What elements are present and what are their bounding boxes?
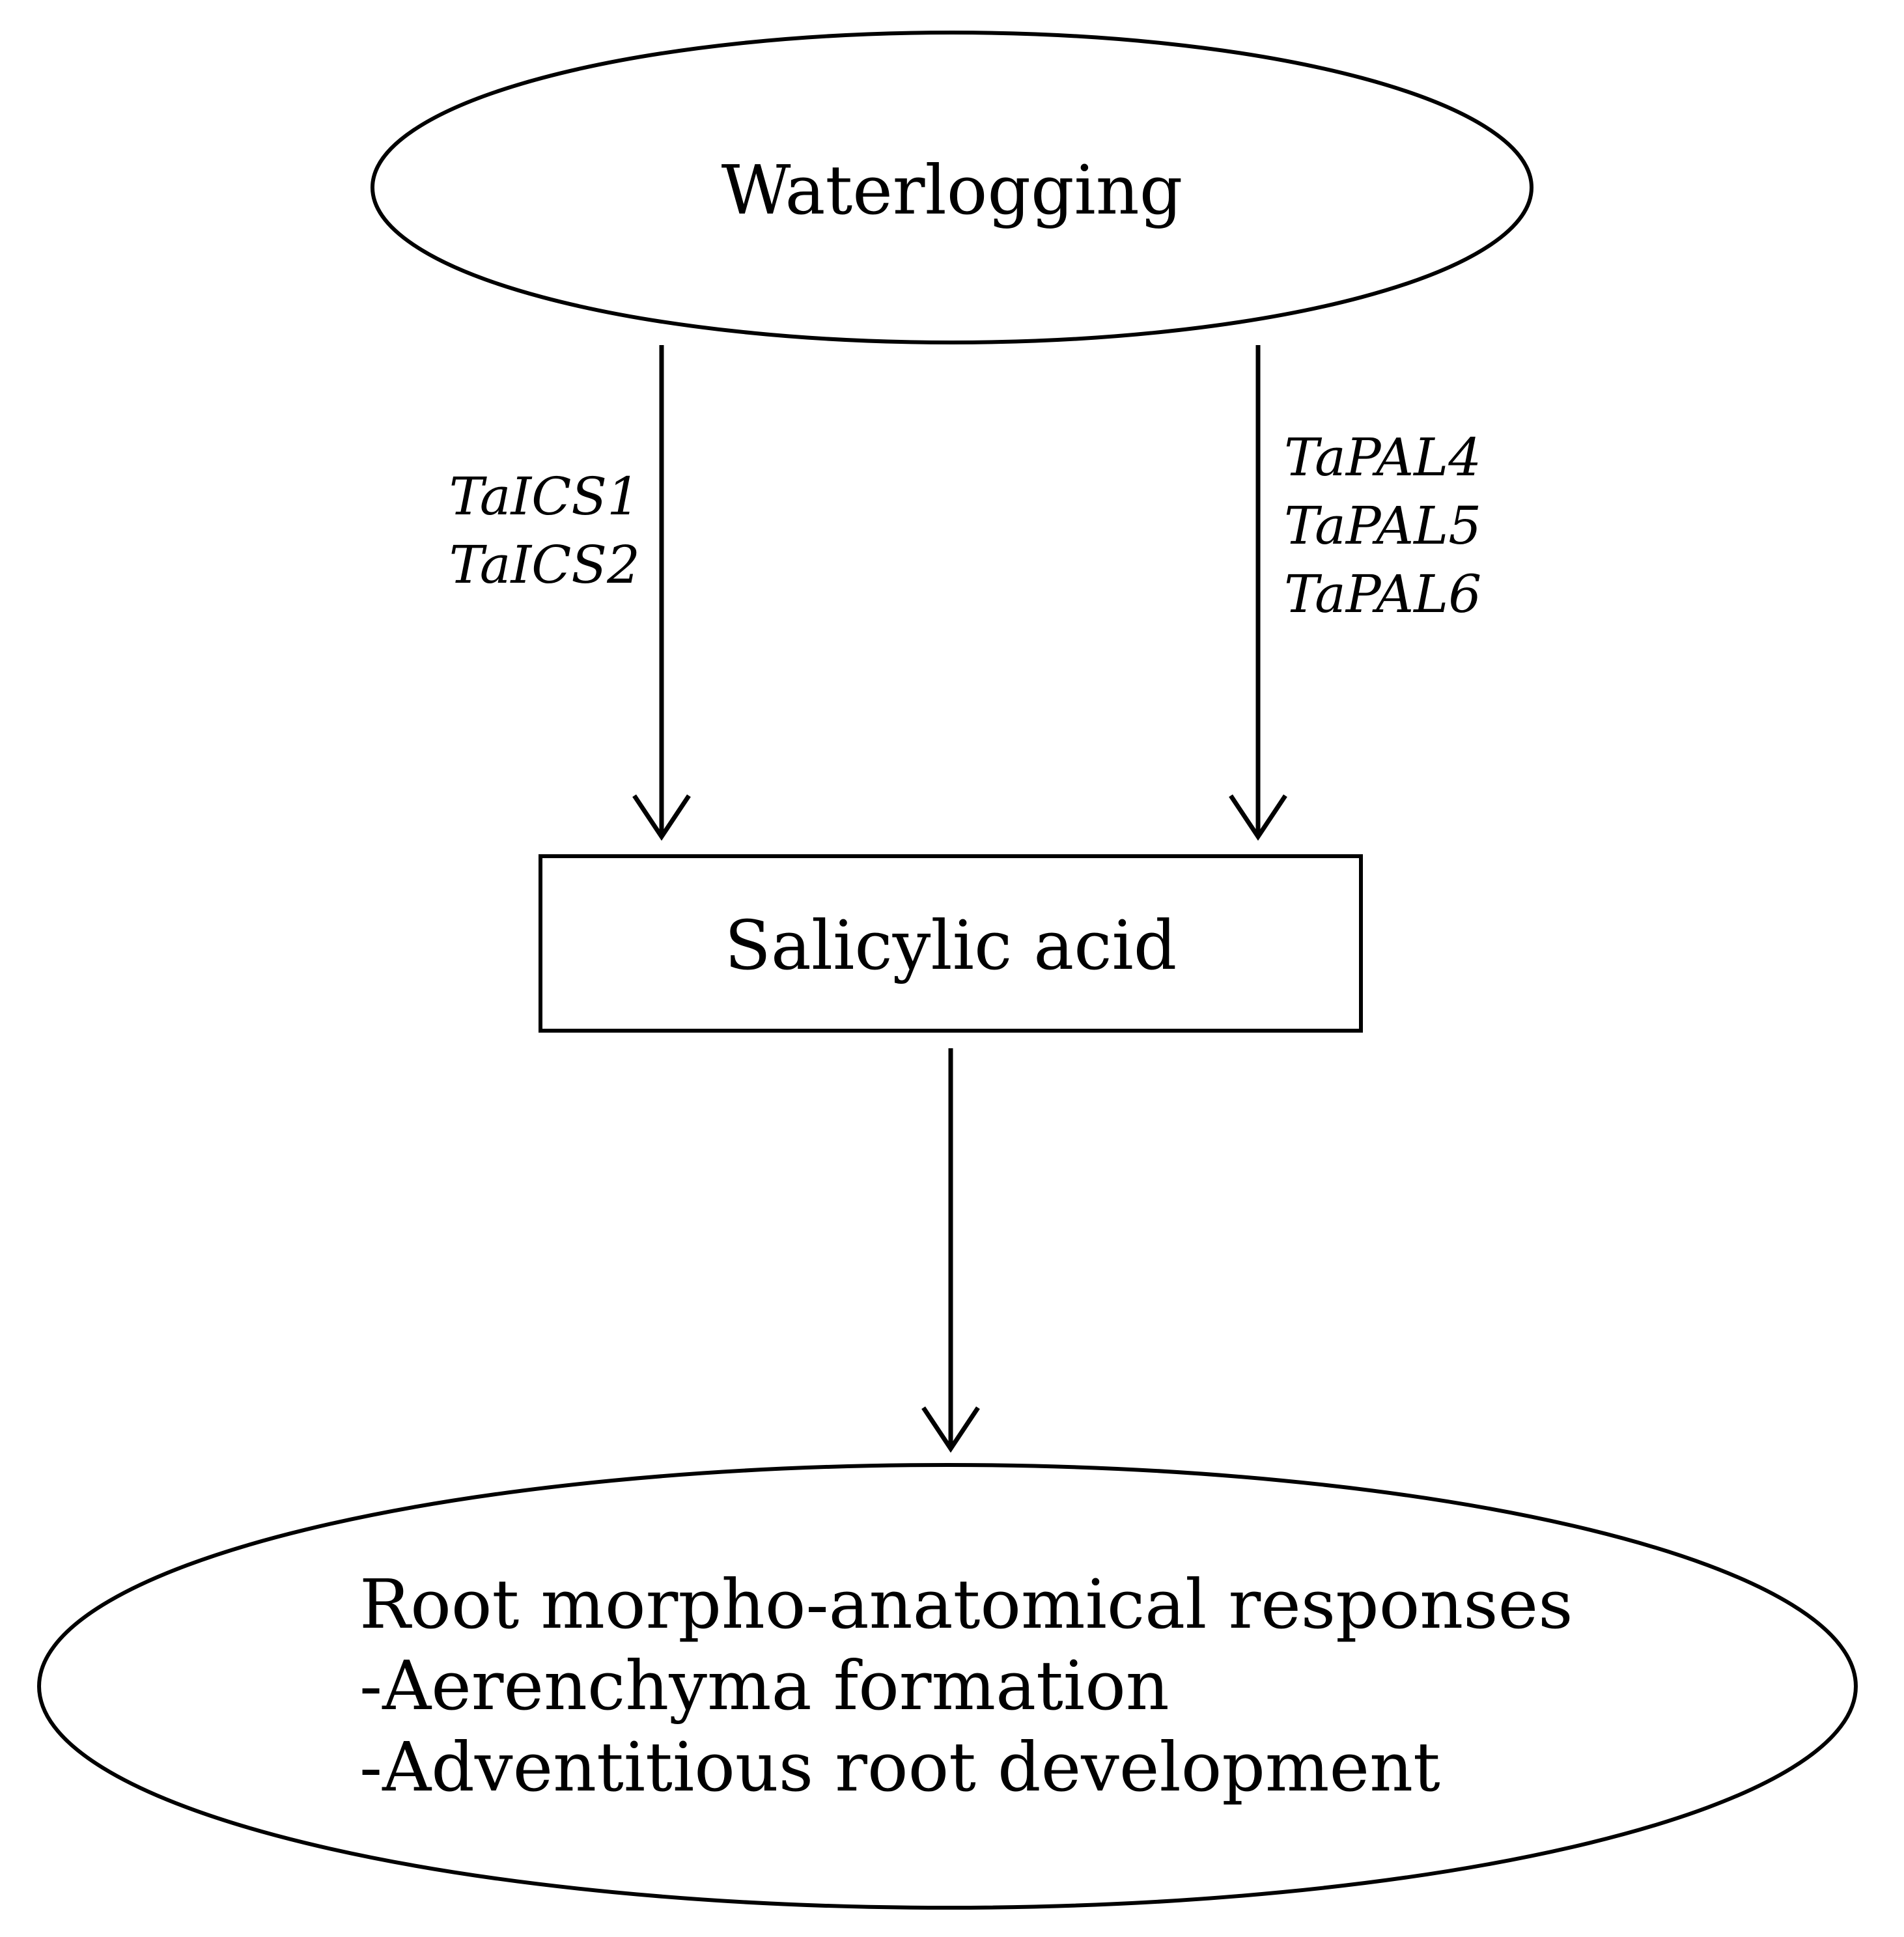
gene-label-pal4: TaPAL4 — [1284, 427, 1481, 488]
gene-label-pal6: TaPAL6 — [1284, 564, 1481, 624]
gene-label-ics2: TaICS2 — [449, 535, 640, 595]
bottom-arrow — [921, 1048, 980, 1453]
root-responses-adventitious: -Adventitious root development — [359, 1727, 1440, 1807]
right-gene-labels: TaPAL4 TaPAL5 TaPAL6 — [1284, 427, 1481, 624]
right-arrow-head — [1229, 794, 1287, 841]
waterlogging-ellipse — [371, 31, 1533, 344]
root-responses-node: Root morpho-anatomical responses -Aerenc… — [37, 1463, 1858, 1910]
left-gene-labels: TaICS1 TaICS2 — [449, 466, 640, 595]
left-arrow — [632, 345, 691, 841]
root-responses-aerenchyma: -Aerenchyma formation — [359, 1646, 1169, 1725]
salicylic-acid-box — [539, 854, 1363, 1033]
root-responses-title: Root morpho-anatomical responses — [359, 1565, 1573, 1644]
salicylic-acid-node: Salicylic acid — [539, 854, 1363, 1033]
root-responses-ellipse — [37, 1463, 1858, 1910]
bottom-arrow-head — [921, 1406, 980, 1453]
gene-label-ics1: TaICS1 — [449, 466, 640, 527]
waterlogging-node: Waterlogging — [371, 31, 1533, 344]
left-arrow-head — [632, 794, 691, 841]
gene-label-pal5: TaPAL5 — [1284, 495, 1481, 556]
right-arrow — [1229, 345, 1287, 841]
salicylic-acid-label: Salicylic acid — [725, 906, 1177, 985]
waterlogging-label: Waterlogging — [721, 150, 1183, 230]
